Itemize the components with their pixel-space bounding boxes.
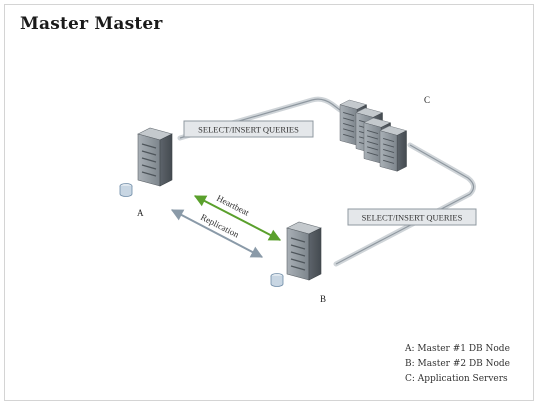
diagram-title: Master Master bbox=[20, 14, 163, 34]
query-label-right-box: SELECT/INSERT QUERIES bbox=[347, 208, 477, 226]
node-c-label: C bbox=[424, 95, 430, 105]
server-b-icon bbox=[286, 221, 322, 281]
query-pipe-top bbox=[177, 96, 343, 141]
heartbeat-label: Heartbeat bbox=[215, 193, 251, 218]
legend-item-b: B: Master #2 DB Node bbox=[405, 359, 511, 369]
node-a-label: A bbox=[137, 208, 144, 218]
replication-arrow bbox=[170, 209, 264, 258]
node-b-label: B bbox=[320, 294, 326, 304]
app-servers-icon bbox=[339, 99, 407, 172]
database-a-icon bbox=[119, 183, 133, 197]
query-label-left: SELECT/INSERT QUERIES bbox=[198, 125, 299, 135]
legend-item-a: A: Master #1 DB Node bbox=[405, 344, 510, 354]
query-label-right: SELECT/INSERT QUERIES bbox=[362, 213, 463, 223]
legend-item-c: C: Application Servers bbox=[405, 374, 508, 384]
query-pipe-right bbox=[333, 142, 476, 267]
server-a-icon bbox=[137, 127, 173, 187]
database-b-icon bbox=[270, 273, 284, 287]
query-label-left-box: SELECT/INSERT QUERIES bbox=[183, 120, 314, 138]
legend: A: Master #1 DB Node B: Master #2 DB Nod… bbox=[405, 342, 510, 387]
